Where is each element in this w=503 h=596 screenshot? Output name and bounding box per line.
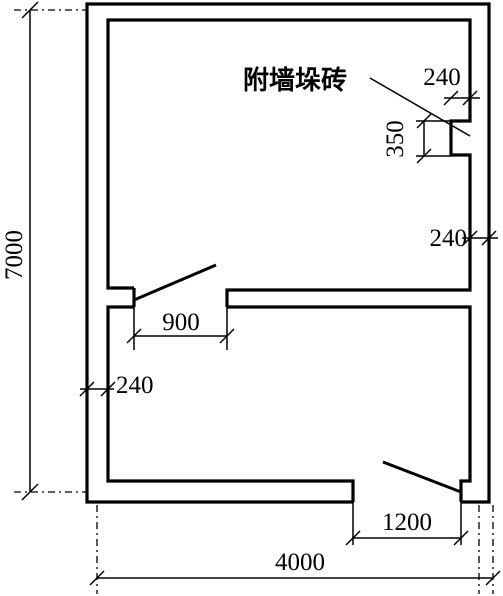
width-dimension-label: 4000 <box>275 549 325 576</box>
top-right-dimension-label: 240 <box>423 64 461 91</box>
right-wall-dimension-label: 240 <box>430 225 468 252</box>
outer-door-leaf <box>382 460 462 494</box>
upper-room-inner-wall <box>106 18 472 307</box>
pilaster-leader-line <box>369 77 471 137</box>
inner-door-leaf <box>133 263 217 302</box>
outer-door-dimension-label: 1200 <box>382 509 432 536</box>
inner-door-dimension-label: 900 <box>162 309 200 336</box>
outer-wall <box>85 2 491 504</box>
lower-room-inner-wall-right <box>227 305 472 502</box>
left-wall-dimension-label: 240 <box>116 372 154 399</box>
lower-room-inner-wall <box>106 305 355 502</box>
pilaster-dimension-label: 350 <box>382 120 409 158</box>
height-dimension-label: 7000 <box>1 230 28 280</box>
pilaster-label: 附墙垛砖 <box>243 66 347 96</box>
